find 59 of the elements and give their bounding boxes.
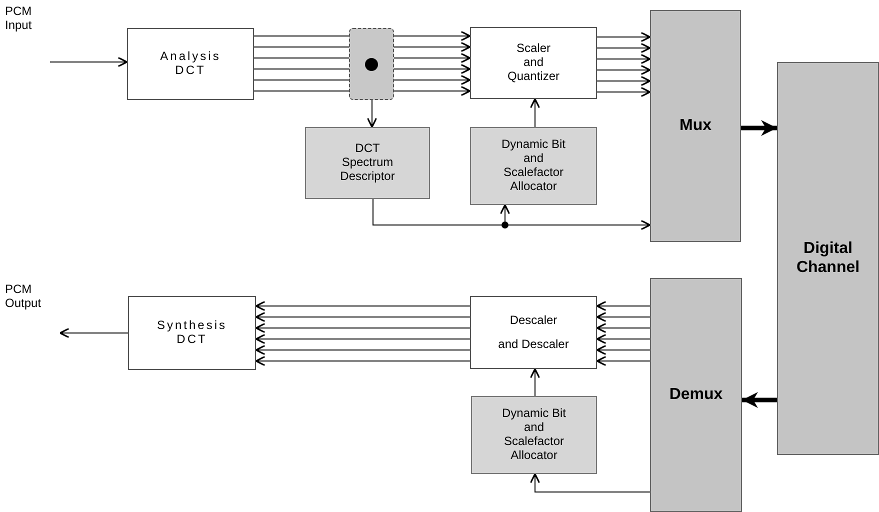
- arrow: [366, 100, 378, 128]
- arrow: [255, 312, 470, 322]
- arrow: [596, 86, 651, 98]
- node-label: Dynamic Bit and Scalefactor Allocator: [500, 138, 566, 194]
- node-label: Digital Channel: [795, 240, 861, 277]
- node-label: Mux: [680, 116, 712, 136]
- node-label: PCM Output: [5, 283, 42, 311]
- node-label: Analysis DCT: [159, 50, 222, 78]
- node-label: PCM Input: [5, 5, 33, 33]
- process-box: [305, 127, 430, 199]
- arrow: [530, 368, 540, 396]
- arrow: [596, 54, 651, 64]
- arrow: [255, 300, 470, 312]
- node-label: and Descaler: [498, 338, 569, 352]
- arrow: [255, 344, 470, 356]
- node-label: Scaler and Quantizer: [506, 42, 561, 84]
- node-label: DCT Spectrum Descriptor: [339, 142, 396, 184]
- arrow: [255, 322, 470, 334]
- arrow: [596, 322, 650, 334]
- arrow: [596, 64, 651, 76]
- arrow: [596, 300, 650, 312]
- connector-line: [254, 46, 350, 48]
- node-label: Descaler: [510, 314, 558, 328]
- node-label: Dynamic Bit and Scalefactor Allocator: [501, 407, 567, 463]
- node-label: Synthesis DCT: [156, 319, 228, 347]
- arrow: [255, 334, 470, 344]
- node-label: Demux: [669, 386, 723, 404]
- arrow: [394, 64, 471, 74]
- demux-block: [650, 278, 742, 512]
- process-box: [470, 27, 597, 99]
- arrow: [394, 74, 471, 86]
- process-box: [128, 296, 256, 370]
- connector-line: [254, 90, 350, 92]
- process-box: [470, 296, 597, 369]
- arrow: [394, 86, 471, 96]
- arrow: [596, 356, 650, 366]
- arrow: [394, 42, 471, 52]
- arrow: [741, 120, 777, 136]
- arrow: [596, 76, 651, 86]
- connector-line: [254, 68, 350, 70]
- allocator-box: [471, 396, 597, 474]
- mux-block: [650, 10, 741, 242]
- arrow: [255, 356, 470, 366]
- tap-box: [349, 28, 394, 100]
- arrow: [596, 32, 651, 42]
- arrow: [530, 473, 650, 492]
- process-box: [127, 28, 254, 100]
- arrow: [596, 312, 650, 322]
- arrow: [596, 344, 650, 356]
- arrow: [394, 52, 471, 64]
- arrow: [59, 328, 128, 338]
- arrow: [530, 98, 540, 128]
- channel-block: [777, 62, 879, 455]
- arrow: [596, 334, 650, 344]
- arrow: [742, 392, 777, 408]
- arrow: [394, 30, 471, 42]
- allocator-box: [470, 127, 597, 205]
- arrow: [596, 42, 651, 54]
- arrow: [50, 56, 128, 68]
